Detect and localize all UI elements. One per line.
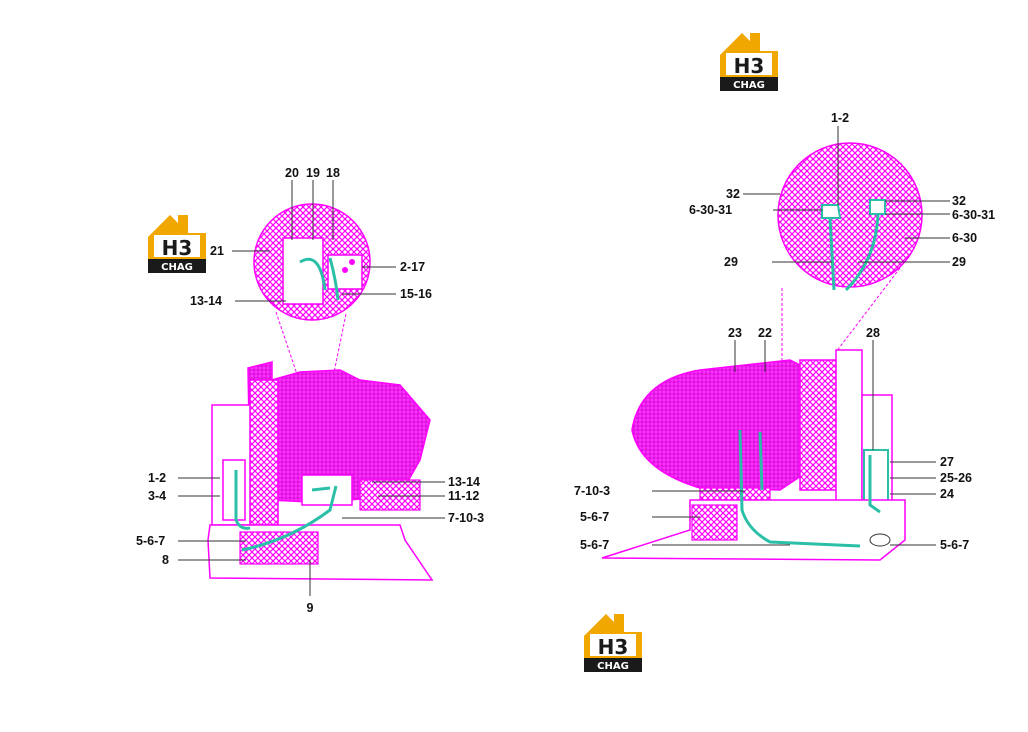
brand-logo-top: H3 CHAG xyxy=(720,33,778,91)
callout-13-14: 13-14 xyxy=(448,475,480,489)
logo-mark: H3 xyxy=(162,236,193,260)
callout-11-12: 11-12 xyxy=(448,489,479,503)
right-detail-circle xyxy=(777,142,923,288)
callout-27: 27 xyxy=(940,455,954,469)
left-leader-lines xyxy=(178,180,445,596)
callout-6-30-31-left: 6-30-31 xyxy=(689,203,732,217)
callout-7-10-3: 7-10-3 xyxy=(448,511,484,525)
callout-13-14-detail: 13-14 xyxy=(190,294,222,308)
brand-logo-bottom: H3 CHAG xyxy=(584,614,642,672)
callout-24: 24 xyxy=(940,487,954,501)
left-engine-view: 20 19 18 21 2-17 13-14 15-16 1-2 3-4 5-6… xyxy=(136,166,484,615)
callout-1-2: 1-2 xyxy=(148,471,166,485)
callout-18: 18 xyxy=(326,166,340,180)
logo-mark: H3 xyxy=(734,54,765,78)
callout-9: 9 xyxy=(307,601,314,615)
callout-25-26: 25-26 xyxy=(940,471,972,485)
callout-2-17: 2-17 xyxy=(400,260,425,274)
callout-22: 22 xyxy=(758,326,772,340)
brand-logo-left: H3 CHAG xyxy=(148,215,206,273)
logo-sub: CHAG xyxy=(161,262,193,273)
callout-32-left: 32 xyxy=(726,187,740,201)
callout-1-2: 1-2 xyxy=(831,111,849,125)
callout-6-30-31-right: 6-30-31 xyxy=(952,208,995,222)
logo-sub: CHAG xyxy=(597,661,629,672)
callout-8: 8 xyxy=(162,553,169,567)
callout-20: 20 xyxy=(285,166,299,180)
callout-5-6-7: 5-6-7 xyxy=(136,534,165,548)
callout-32-right: 32 xyxy=(952,194,966,208)
callout-29-left: 29 xyxy=(724,255,738,269)
callout-29-right: 29 xyxy=(952,255,966,269)
callout-15-16: 15-16 xyxy=(400,287,432,301)
right-leader-lines xyxy=(652,126,950,546)
callout-19: 19 xyxy=(306,166,320,180)
callout-21: 21 xyxy=(210,244,224,258)
callout-5-6-7-b: 5-6-7 xyxy=(580,538,609,552)
callout-5-6-7-a: 5-6-7 xyxy=(580,510,609,524)
callout-5-6-7-right: 5-6-7 xyxy=(940,538,969,552)
logo-sub: CHAG xyxy=(733,80,765,91)
callout-28: 28 xyxy=(866,326,880,340)
logo-mark: H3 xyxy=(598,635,629,659)
callout-3-4: 3-4 xyxy=(148,489,166,503)
right-engine-view: 1-2 32 6-30-31 29 32 6-30-31 6-30 29 23 … xyxy=(574,111,995,561)
callout-6-30: 6-30 xyxy=(952,231,977,245)
callout-23: 23 xyxy=(728,326,742,340)
callout-7-10-3: 7-10-3 xyxy=(574,484,610,498)
